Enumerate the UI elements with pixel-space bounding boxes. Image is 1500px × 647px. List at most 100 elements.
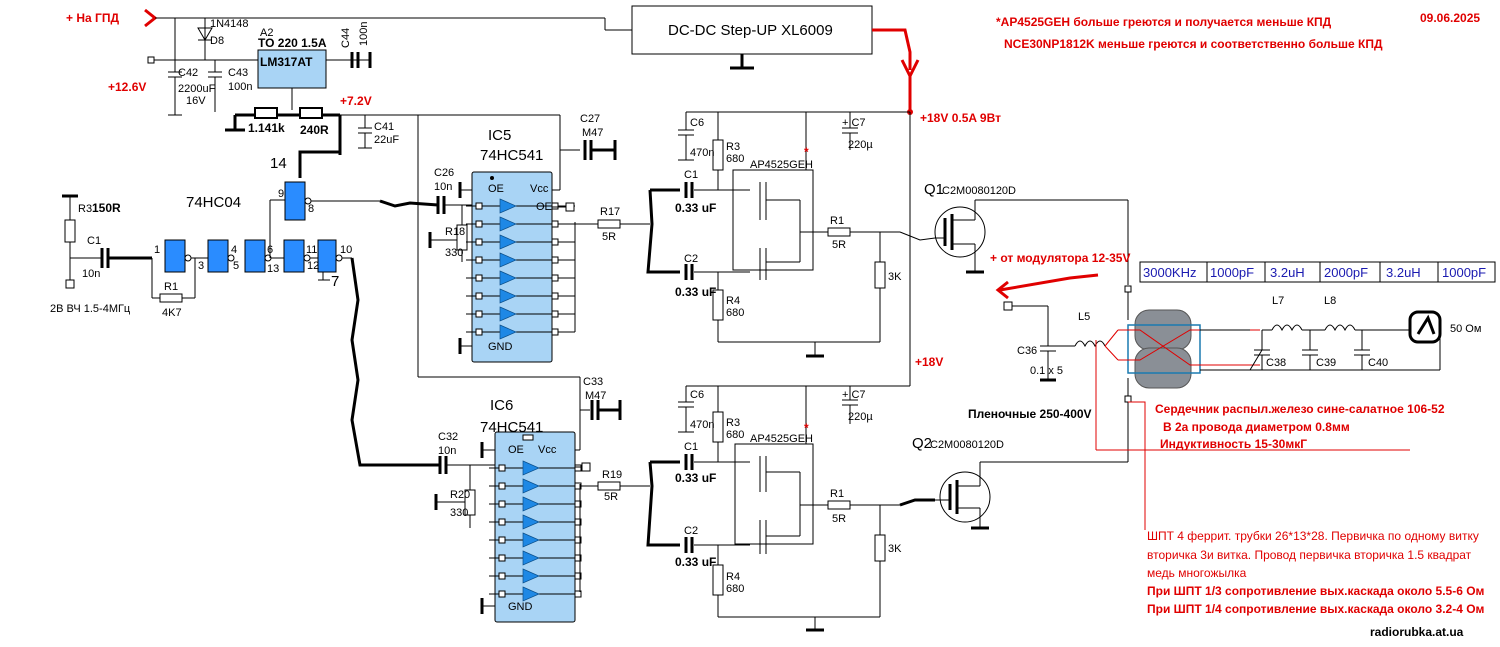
pin — [475, 238, 483, 246]
svg-text:680: 680 — [726, 429, 744, 441]
svg-text:При ШПТ 1/3 сопротивление вых.: При ШПТ 1/3 сопротивление вых.каскада ок… — [1147, 584, 1485, 598]
filter-cell: 1000pF — [1442, 265, 1486, 280]
clock-wire-to-ic5 — [379, 199, 439, 208]
svg-text:1.141k: 1.141k — [248, 121, 285, 135]
svg-text:100n: 100n — [358, 22, 370, 46]
resistor-r1c — [827, 500, 851, 510]
svg-text:5: 5 — [233, 260, 239, 272]
note-ap4525: *AP4525GEH больше греются и получается м… — [996, 15, 1332, 29]
clock-wire-to-ic6 — [350, 257, 440, 467]
svg-text:3: 3 — [198, 260, 204, 272]
svg-text:C1: C1 — [684, 441, 698, 453]
svg-text:C36: C36 — [1017, 345, 1037, 357]
svg-text:C26: C26 — [434, 167, 454, 179]
svg-text:470n: 470n — [690, 147, 714, 159]
svg-text:8: 8 — [308, 203, 314, 215]
svg-text:DC-DC Step-UP XL6009: DC-DC Step-UP XL6009 — [668, 22, 833, 39]
note-shpt: ШПТ 4 феррит. трубки 26*13*28. Первичка … — [1147, 529, 1479, 543]
ic6-buffers — [489, 460, 582, 602]
diode-d8 — [197, 27, 213, 41]
dcdc-converter — [631, 5, 873, 55]
buffer-gate — [522, 514, 540, 530]
svg-text:10: 10 — [340, 244, 352, 256]
buffer-gate — [522, 478, 540, 494]
input-label: 2В ВЧ 1.5-4МГц — [50, 303, 131, 315]
svg-text:10n: 10n — [438, 445, 456, 457]
svg-text:C43: C43 — [228, 67, 248, 79]
buffer-gate — [499, 234, 517, 250]
ic6-chip: OE Vcc GND — [494, 431, 576, 623]
resistor-r4b — [712, 564, 724, 596]
note-nce30: NCE30NP1812K меньше греются и соответств… — [1004, 37, 1383, 51]
svg-text:+18V: +18V — [915, 355, 943, 369]
svg-text:680: 680 — [726, 153, 744, 165]
svg-text:+18V 0.5A 9Вт: +18V 0.5A 9Вт — [920, 111, 1001, 125]
svg-text:C6: C6 — [690, 117, 704, 129]
svg-text:R20: R20 — [450, 489, 470, 501]
svg-text:50 Ом: 50 Ом — [1450, 323, 1481, 335]
gpd-arrow — [144, 8, 158, 28]
svg-text:При ШПТ 1/4 сопротивление вых.: При ШПТ 1/4 сопротивление вых.каскада ок… — [1147, 602, 1485, 616]
inductor-l8 — [1324, 324, 1356, 332]
svg-text:+7.2V: +7.2V — [340, 94, 372, 108]
buffer-gate — [499, 288, 517, 304]
svg-text:0.33 uF: 0.33 uF — [675, 555, 716, 569]
svg-text:C39: C39 — [1316, 357, 1336, 369]
mosfet-q1 — [934, 206, 986, 262]
svg-text:Пленочные 250-400V: Пленочные 250-400V — [968, 407, 1092, 421]
svg-text:Vcc: Vcc — [538, 444, 557, 456]
pin — [475, 202, 483, 210]
site-watermark: radiorubka.at.ua — [1370, 625, 1464, 639]
pin — [551, 274, 559, 282]
ic5-buffers — [466, 198, 575, 340]
pin — [475, 328, 483, 336]
svg-text:R3: R3 — [726, 141, 740, 153]
svg-text:11: 11 — [306, 244, 317, 256]
svg-text:M47: M47 — [582, 127, 603, 139]
power-wire — [298, 150, 340, 178]
svg-text:330: 330 — [445, 247, 463, 259]
pin — [475, 220, 483, 228]
resistor-240r — [299, 107, 323, 119]
svg-text:10n: 10n — [434, 181, 452, 193]
svg-text:5R: 5R — [832, 513, 846, 525]
filter-cell: 2000pF — [1324, 265, 1368, 280]
svg-text:IC5: IC5 — [488, 127, 511, 144]
lm317-regulator — [257, 49, 327, 89]
svg-text:0.33 uF: 0.33 uF — [675, 201, 716, 215]
note-core: Сердечник распыл.железо сине-салатное 10… — [1155, 402, 1445, 416]
svg-text:6: 6 — [267, 244, 273, 256]
svg-text:C41: C41 — [374, 121, 394, 133]
resistor-r3 — [64, 219, 76, 243]
svg-text:AP4525GEH: AP4525GEH — [750, 159, 813, 171]
svg-text:+12.6V: +12.6V — [108, 80, 146, 94]
inductor-l5 — [1074, 340, 1106, 348]
buffer-gate — [522, 550, 540, 566]
svg-text:0.33 uF: 0.33 uF — [675, 285, 716, 299]
svg-text:74HC04: 74HC04 — [186, 194, 241, 211]
svg-text:5R: 5R — [832, 239, 846, 251]
svg-text:R4: R4 — [726, 571, 740, 583]
svg-text:C42: C42 — [178, 67, 198, 79]
svg-text:240R: 240R — [300, 123, 329, 137]
gate-wire-q2 — [899, 498, 935, 507]
pin — [498, 536, 506, 544]
date-label: 09.06.2025 — [1420, 11, 1480, 25]
svg-text:IC6: IC6 — [490, 397, 513, 414]
pin — [574, 536, 582, 544]
filter-cell: 3.2uH — [1386, 265, 1421, 280]
resistor-3k-2 — [874, 534, 886, 562]
pin — [498, 572, 506, 580]
buffer-gate — [522, 460, 540, 476]
svg-text:C1: C1 — [87, 235, 101, 247]
svg-text:22uF: 22uF — [374, 134, 399, 146]
svg-text:AP4525GEH: AP4525GEH — [750, 433, 813, 445]
pin — [498, 518, 506, 526]
svg-text:4: 4 — [231, 244, 237, 256]
pin — [498, 590, 506, 598]
svg-text:R18: R18 — [445, 226, 465, 238]
resistor-r1b — [827, 227, 851, 237]
buffer-gate — [499, 198, 517, 214]
pin — [574, 590, 582, 598]
svg-text:Q1: Q1 — [924, 181, 944, 198]
